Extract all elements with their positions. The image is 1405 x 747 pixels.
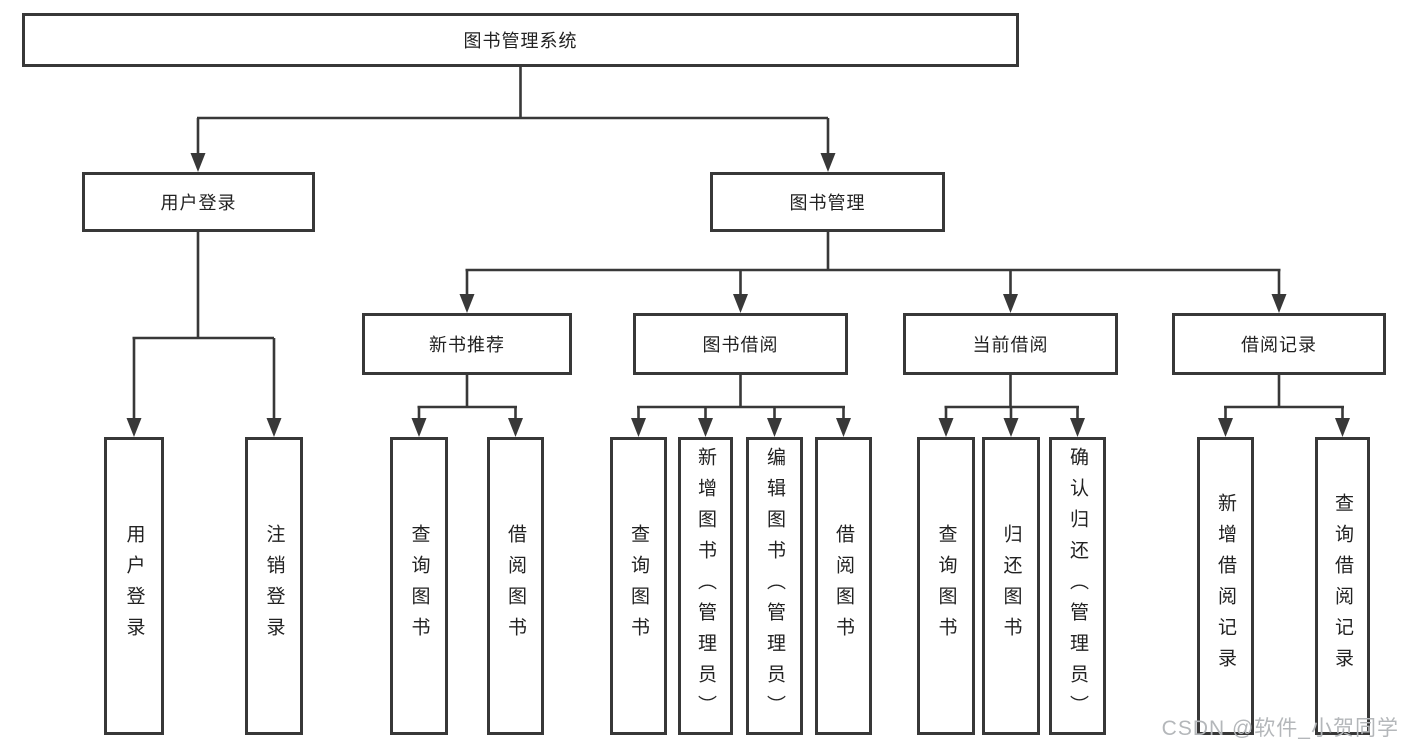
node-new-book-recommendation-label: 新书推荐 (429, 335, 505, 355)
node-leaf-confirm-return-admin: 确认归还（管理员） (1049, 437, 1106, 735)
node-leaf-query-books-3-label: 查询图书 (935, 524, 957, 648)
connector-userlogin-to-leaves (132, 232, 276, 421)
node-leaf-add-books-admin-label: 新增图书（管理员） (695, 446, 716, 726)
node-leaf-query-books-1-label: 查询图书 (408, 524, 430, 648)
node-current-borrowing: 当前借阅 (903, 313, 1118, 375)
node-leaf-query-borrow-record-label: 查询借阅记录 (1332, 493, 1353, 679)
node-leaf-add-borrow-record-label: 新增借阅记录 (1215, 493, 1236, 679)
node-leaf-add-borrow-record: 新增借阅记录 (1197, 437, 1254, 735)
connector-newbook-to-leaves (417, 375, 517, 421)
node-current-borrowing-label: 当前借阅 (972, 335, 1049, 355)
node-leaf-user-login-label: 用户登录 (123, 524, 145, 648)
node-leaf-query-books-1: 查询图书 (390, 437, 448, 735)
node-library-system: 图书管理系统 (22, 13, 1019, 67)
node-leaf-borrow-books-1-label: 借阅图书 (505, 524, 526, 648)
node-borrowing-records-label: 借阅记录 (1241, 335, 1317, 355)
node-leaf-query-books-2: 查询图书 (610, 437, 667, 735)
node-library-system-label: 图书管理系统 (463, 31, 578, 51)
node-book-borrowing: 图书借阅 (633, 313, 848, 375)
node-user-login-label: 用户登录 (160, 193, 237, 213)
node-leaf-return-books: 归还图书 (982, 437, 1040, 735)
node-leaf-borrow-books-2: 借阅图书 (815, 437, 872, 735)
node-leaf-edit-books-admin-label: 编辑图书（管理员） (764, 446, 785, 726)
node-leaf-query-books-2-label: 查询图书 (628, 524, 649, 648)
connector-currentborrow-to-leaves (944, 375, 1079, 421)
connector-bookmgmt-to-level3 (465, 232, 1281, 298)
node-leaf-logout: 注销登录 (245, 437, 303, 735)
connector-root-to-level2 (196, 66, 830, 156)
node-leaf-add-books-admin: 新增图书（管理员） (678, 437, 733, 735)
node-leaf-confirm-return-admin-label: 确认归还（管理员） (1067, 446, 1088, 726)
node-new-book-recommendation: 新书推荐 (362, 313, 572, 375)
node-leaf-query-borrow-record: 查询借阅记录 (1315, 437, 1370, 735)
node-leaf-borrow-books-2-label: 借阅图书 (833, 524, 854, 648)
node-borrowing-records: 借阅记录 (1172, 313, 1386, 375)
connector-records-to-leaves (1224, 375, 1344, 421)
node-leaf-query-books-3: 查询图书 (917, 437, 975, 735)
csdn-watermark: CSDN @软件_小贺同学 (1161, 717, 1399, 740)
node-leaf-user-login: 用户登录 (104, 437, 164, 735)
node-book-management: 图书管理 (710, 172, 945, 232)
node-leaf-return-books-label: 归还图书 (1000, 524, 1022, 648)
node-leaf-borrow-books-1: 借阅图书 (487, 437, 544, 735)
connector-bookborrow-to-leaves (637, 375, 845, 421)
node-book-management-label: 图书管理 (789, 193, 866, 213)
node-user-login: 用户登录 (82, 172, 315, 232)
node-leaf-logout-label: 注销登录 (263, 524, 285, 648)
node-book-borrowing-label: 图书借阅 (702, 335, 779, 355)
node-leaf-edit-books-admin: 编辑图书（管理员） (746, 437, 803, 735)
